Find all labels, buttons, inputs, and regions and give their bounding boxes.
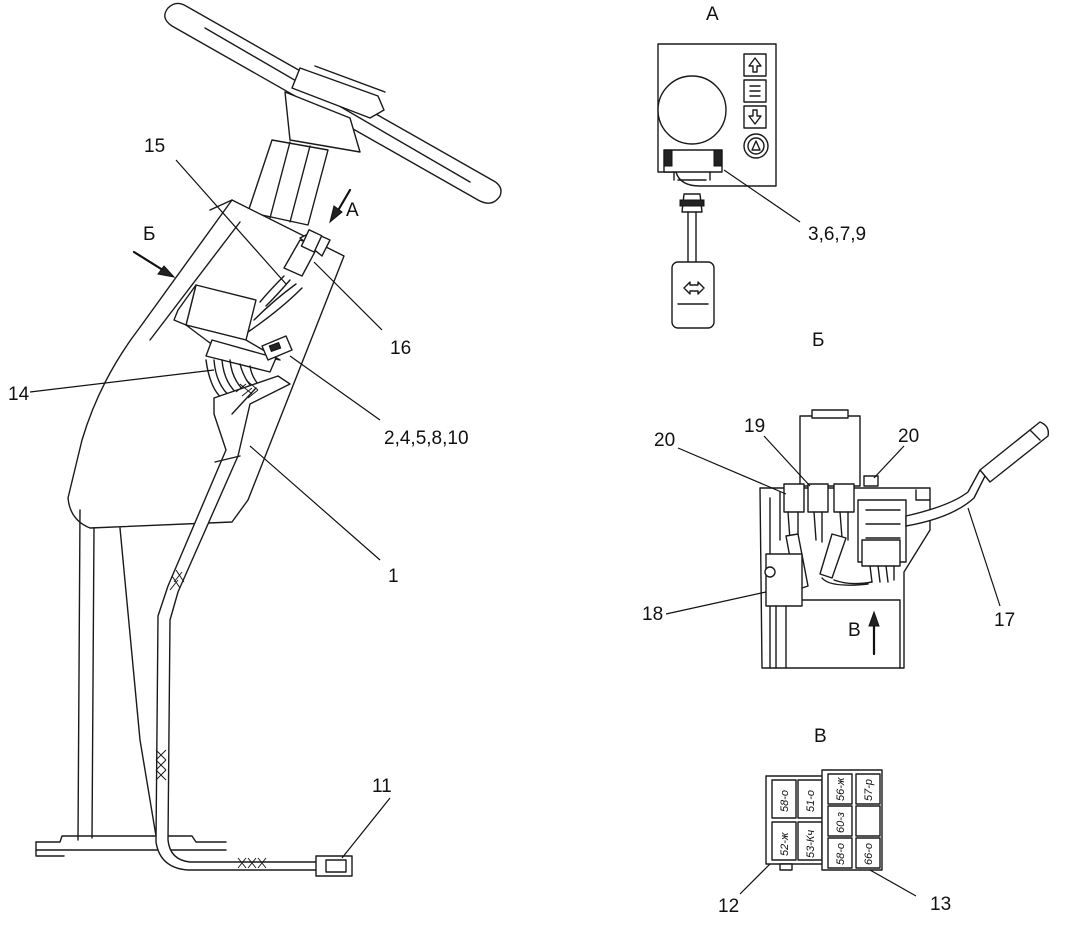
callout-15: 15: [144, 136, 165, 157]
button-down: [743, 105, 767, 129]
cell-12-1: 58-о: [779, 790, 791, 812]
callout-11: 11: [372, 776, 392, 797]
cell-13-2: 57-р: [863, 779, 875, 801]
view-a: А 3,6,7,9: [657, 4, 866, 329]
steering-wheel: [164, 2, 502, 204]
arrow-v-label: В: [848, 620, 861, 641]
view-b-title: Б: [812, 330, 824, 351]
callout-18: 18: [642, 604, 663, 625]
cell-13-1: 56-ж: [835, 777, 847, 801]
cell-13-6: 66-о: [863, 843, 875, 865]
view-b: Б В: [642, 330, 1050, 669]
button-up: [743, 53, 767, 77]
connector-13: 56-ж 57-р 60-з 58-о 66-о: [821, 769, 883, 871]
callout-20-right: 20: [898, 426, 919, 447]
callout-16: 16: [390, 338, 411, 359]
arrow-a-label: А: [346, 200, 359, 221]
callout-17: 17: [994, 610, 1015, 631]
view-a-title: А: [706, 4, 719, 25]
callout-3-6-7-9: 3,6,7,9: [808, 224, 866, 245]
callout-12: 12: [718, 896, 739, 917]
cell-12-3: 52-ж: [779, 832, 791, 856]
cell-13-5: 58-о: [835, 843, 847, 865]
view-arrow-b: Б: [132, 224, 176, 278]
arrow-b-label: Б: [143, 224, 155, 245]
callout-1: 1: [388, 566, 399, 587]
cell-13-3: 60-з: [835, 812, 847, 833]
view-v-title: В: [814, 726, 827, 747]
cell-12-2: 51-о: [805, 790, 817, 812]
switch-block: [173, 229, 331, 401]
view-v: В 58-о 51-о 52-ж 53-Кч 56-ж 57-р 60-з: [718, 726, 951, 917]
callout-14: 14: [8, 384, 30, 405]
view-arrow-a: А: [329, 188, 359, 224]
callout-19: 19: [744, 416, 765, 437]
harness: [155, 375, 353, 877]
callout-13: 13: [930, 894, 951, 915]
callout-20-left: 20: [654, 430, 675, 451]
main-leaders: [29, 159, 391, 859]
cell-12-4: 53-Кч: [805, 830, 817, 858]
steering-column: [247, 139, 329, 226]
connector-12: 58-о 51-о 52-ж 53-Кч: [765, 775, 827, 871]
main-assembly: А Б 15 16 14 2,4,5,8,10 1 11: [8, 2, 502, 877]
callout-2-4-5-8-10: 2,4,5,8,10: [384, 428, 469, 449]
